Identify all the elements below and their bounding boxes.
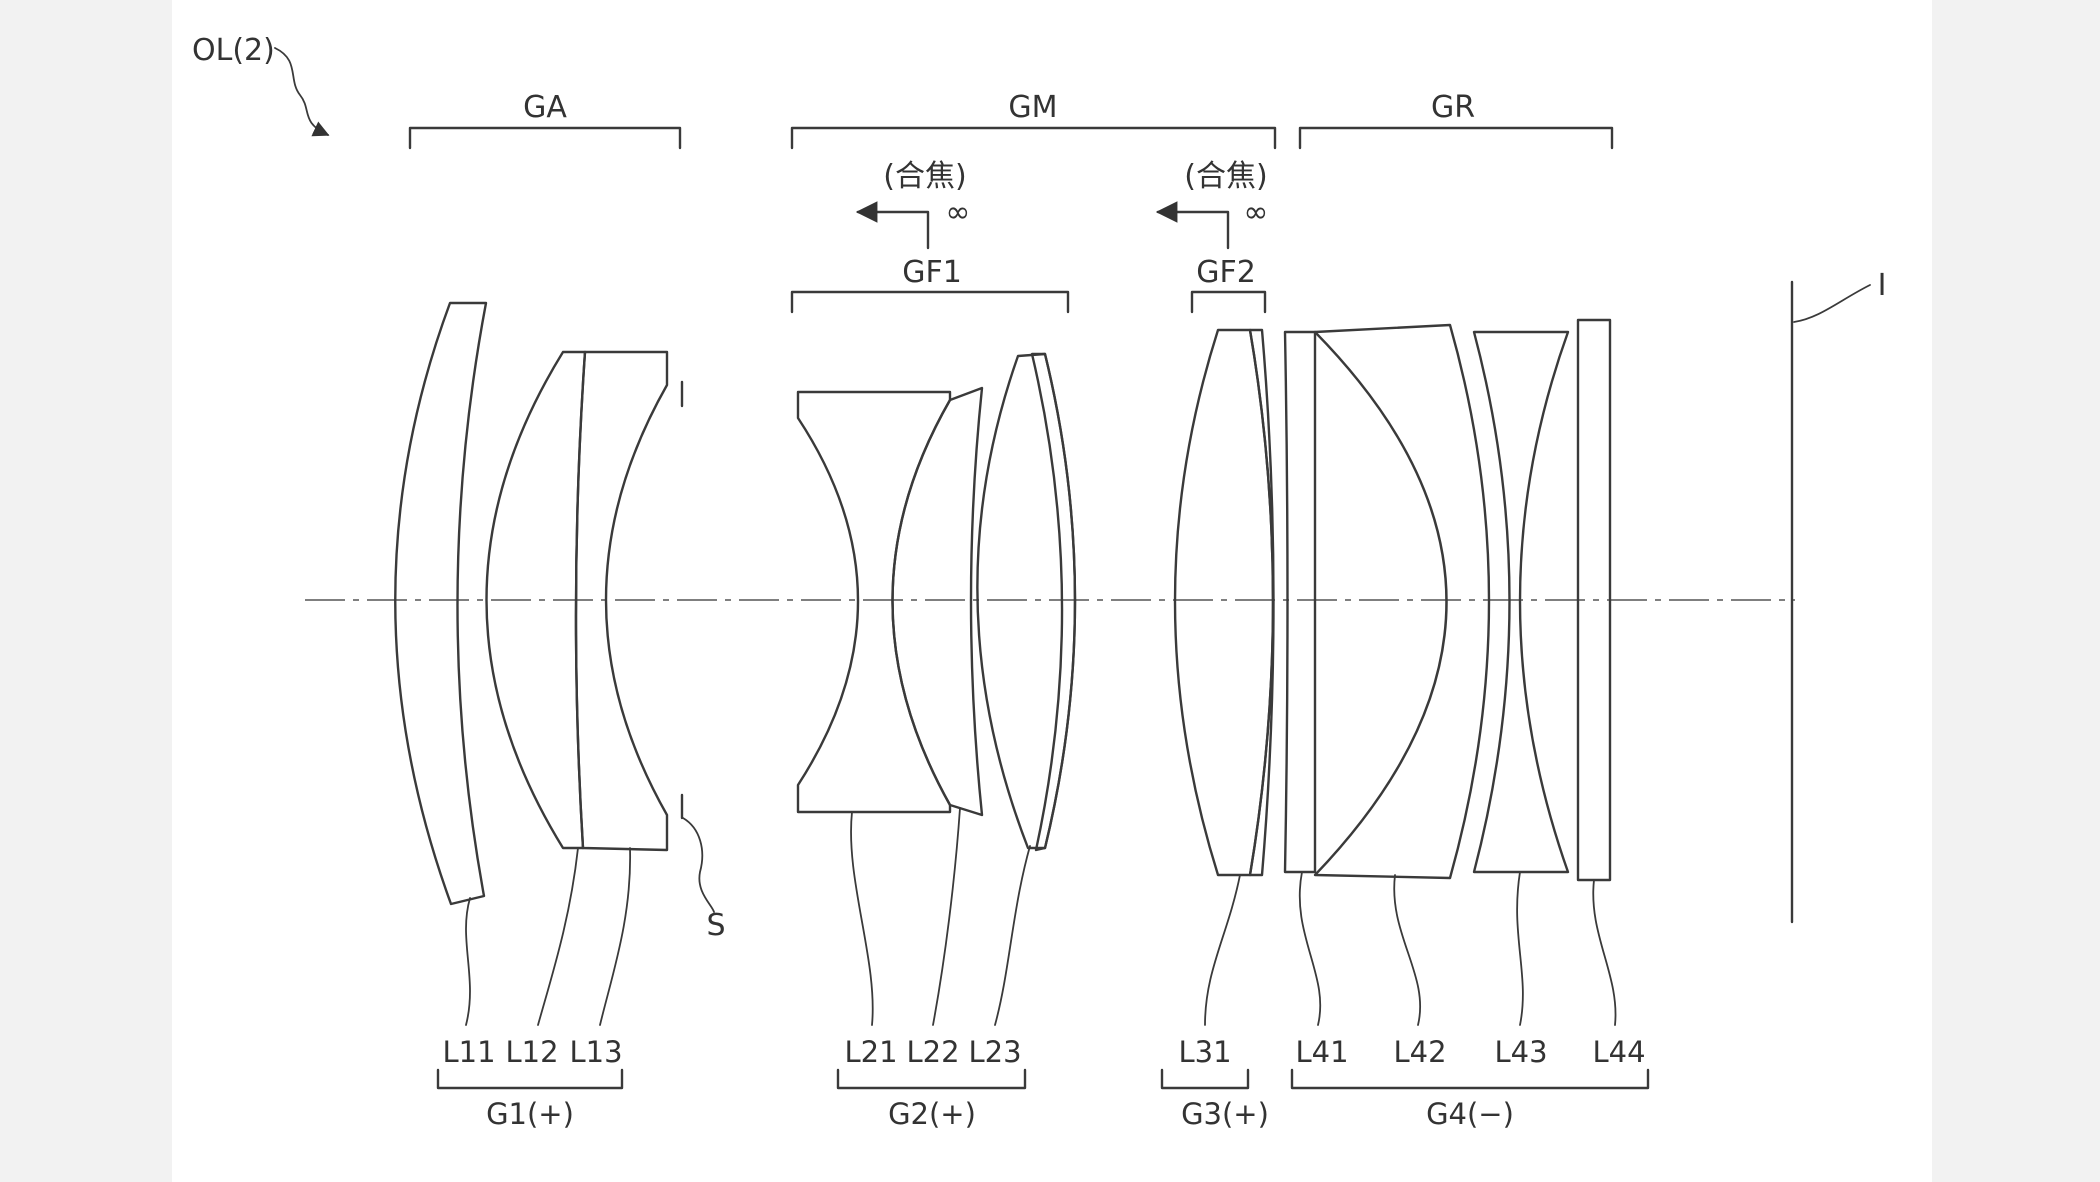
bracket-gf1 — [790, 290, 1070, 314]
lens-label-l22: L22 — [906, 1035, 959, 1069]
lens-l42-shape — [1313, 323, 1491, 880]
stop-leader — [682, 817, 715, 913]
lens-label-l11: L11 — [442, 1035, 495, 1069]
group-g4: G4(−) — [1290, 1068, 1650, 1131]
region-gm: GM — [790, 90, 1277, 150]
leader-l21 — [850, 811, 874, 1026]
gf2-label: GF2 — [1196, 255, 1256, 290]
bracket-g1 — [436, 1068, 624, 1090]
bracket-g3 — [1160, 1068, 1250, 1090]
gf2-focus-arrow — [1155, 201, 1230, 250]
aperture-stop: S — [680, 380, 726, 943]
gf2-infinity-symbol: ∞ — [1244, 195, 1269, 230]
leader-l42 — [1393, 874, 1422, 1026]
group-g3-label: G3(+) — [1181, 1097, 1269, 1131]
leader-l22 — [932, 807, 961, 1026]
group-g3: G3(+) — [1160, 1068, 1269, 1131]
lens-l23-cemented-shell — [1030, 352, 1077, 852]
focus-gf1: (合焦) ∞ GF1 — [790, 159, 1070, 314]
paper — [172, 0, 1932, 1182]
region-gm-label: GM — [1008, 90, 1057, 125]
region-gr: GR — [1298, 90, 1614, 150]
bracket-gf2 — [1190, 290, 1267, 314]
group-g1: G1(+) — [436, 1068, 624, 1131]
lens-label-l44: L44 — [1592, 1035, 1645, 1069]
lens-label-l21: L21 — [844, 1035, 897, 1069]
gf2-focus-note: (合焦) — [1184, 159, 1267, 194]
image-plane-label: I — [1878, 268, 1887, 303]
group-g4-label: G4(−) — [1426, 1097, 1514, 1131]
group-g2: G2(+) — [836, 1068, 1027, 1131]
region-gr-label: GR — [1431, 90, 1475, 125]
stop-label: S — [706, 908, 725, 943]
leader-l12 — [537, 847, 579, 1026]
lens-label-l23: L23 — [968, 1035, 1021, 1069]
group-g2-label: G2(+) — [888, 1097, 976, 1131]
region-ga-label: GA — [523, 90, 567, 125]
bracket-gm — [790, 126, 1277, 150]
system-leader-arrow — [274, 47, 330, 137]
gf1-focus-note: (合焦) — [883, 159, 966, 194]
lens-l22-shape — [891, 386, 984, 817]
lens-label-l43: L43 — [1494, 1035, 1547, 1069]
leader-l31 — [1204, 874, 1241, 1026]
bracket-ga — [408, 126, 682, 150]
leader-l13 — [599, 847, 632, 1026]
leader-l23 — [994, 845, 1031, 1026]
gf1-infinity-symbol: ∞ — [946, 195, 971, 230]
leader-l11 — [465, 897, 471, 1026]
lens-l43-shape — [1472, 330, 1570, 874]
lens-l31-thin-element — [1248, 328, 1275, 877]
leader-l44 — [1592, 879, 1617, 1026]
lens-label-l12: L12 — [505, 1035, 558, 1069]
bracket-gr — [1298, 126, 1614, 150]
gf1-focus-arrow — [855, 201, 930, 250]
lens-l11-shape — [394, 301, 488, 906]
leader-l41 — [1298, 871, 1322, 1026]
image-plane: I — [1790, 268, 1887, 924]
leader-l43 — [1516, 871, 1524, 1026]
lens-label-l41: L41 — [1295, 1035, 1348, 1069]
focus-gf2: (合焦) ∞ GF2 — [1155, 159, 1269, 314]
lens-label-l13: L13 — [569, 1035, 622, 1069]
group-g1-label: G1(+) — [486, 1097, 574, 1131]
lens-label-l31: L31 — [1178, 1035, 1231, 1069]
system-label: OL(2) — [192, 33, 275, 68]
lens-l41-shape — [1283, 330, 1317, 874]
lens-l13-shape — [574, 350, 669, 852]
lens-label-l42: L42 — [1393, 1035, 1446, 1069]
gf1-label: GF1 — [902, 255, 962, 290]
bracket-g4 — [1290, 1068, 1650, 1090]
region-ga: GA — [408, 90, 682, 150]
bracket-g2 — [836, 1068, 1027, 1090]
image-plane-leader — [1793, 284, 1871, 323]
